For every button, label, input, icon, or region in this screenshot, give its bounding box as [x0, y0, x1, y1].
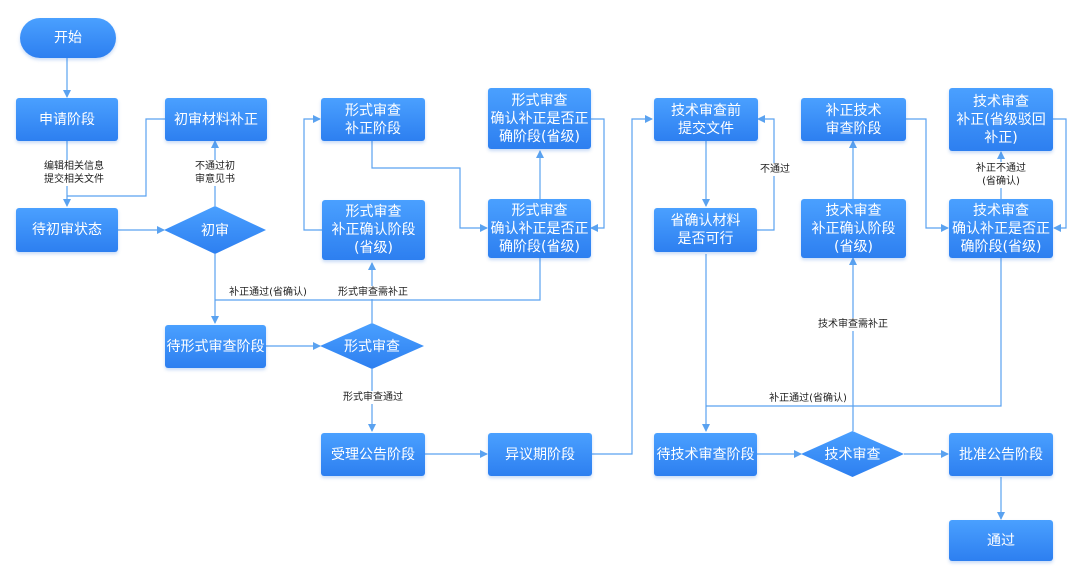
- edge-techfix-techconfirm: [906, 118, 949, 232]
- tech-fix-confirm-node[interactable]: 技术审查 补正确认阶段 (省级): [801, 199, 906, 258]
- edge-fixstage-confirmmid: [371, 141, 488, 232]
- fix-pass-label-1: 补正通过(省确认): [220, 286, 316, 299]
- tech-confirm-node[interactable]: 技术审查 确认补正是否正 确阶段(省级): [949, 199, 1053, 258]
- formal-review-label: 形式审查: [344, 339, 400, 355]
- initial-material-fix-node[interactable]: 初审材料补正: [165, 98, 267, 141]
- tech-fix-stage-node[interactable]: 补正技术 审查阶段: [801, 98, 906, 141]
- tech-need-fix-label: 技术审查需补正: [812, 318, 894, 331]
- edge-techconfirm-pass: [706, 258, 1002, 407]
- edge-fix-apply: [67, 118, 165, 197]
- edge-objection-techpre: [592, 115, 653, 455]
- pass-node[interactable]: 通过: [949, 520, 1053, 561]
- tech-pre-submit-node[interactable]: 技术审查前 提交文件: [654, 98, 758, 141]
- accept-notice-node[interactable]: 受理公告阶段: [321, 433, 425, 476]
- initial-review-wait-node[interactable]: 待初审状态: [16, 208, 118, 252]
- formal-confirm-top-node[interactable]: 形式审查 确认补正是否正 确阶段(省级): [488, 88, 591, 149]
- edge-confirmtop-confirmmid: [590, 118, 605, 232]
- apply-stage-node[interactable]: 申请阶段: [16, 98, 118, 141]
- formal-need-fix-label: 形式审查需补正: [330, 286, 416, 299]
- decision-shape: [164, 206, 266, 254]
- formal-review-decision[interactable]: 形式审查: [320, 323, 424, 369]
- initial-review-label: 初审: [201, 223, 229, 239]
- edge-reject-techconfirm: [1053, 118, 1067, 232]
- start-node[interactable]: 开始: [20, 18, 116, 58]
- not-pass-label: 不通过: [758, 163, 792, 176]
- initial-review-decision[interactable]: 初审: [164, 206, 266, 254]
- objection-stage-node[interactable]: 异议期阶段: [488, 433, 592, 476]
- formal-fix-confirm-node[interactable]: 形式审查 补正确认阶段 (省级): [322, 200, 425, 260]
- not-pass-notice-label: 不通过初 审意见书: [190, 160, 240, 186]
- tech-review-label: 技术审查: [824, 447, 881, 463]
- fix-pass-label-2: 补正通过(省确认): [764, 392, 852, 405]
- province-check-node[interactable]: 省确认材料 是否可行: [654, 208, 757, 252]
- tech-wait-node[interactable]: 待技术审查阶段: [654, 433, 757, 476]
- edge-confirmmid-pass: [215, 258, 541, 301]
- tech-fix-reject-node[interactable]: 技术审查 补正(省级驳回 补正): [949, 88, 1053, 151]
- formal-confirm-mid-node[interactable]: 形式审查 确认补正是否正 确阶段(省级): [488, 199, 591, 258]
- tech-review-decision[interactable]: 技术审查: [801, 431, 904, 477]
- edge-fixconfirm-fixstage: [303, 115, 322, 231]
- formal-pass-label: 形式审查通过: [338, 391, 408, 404]
- formal-wait-node[interactable]: 待形式审查阶段: [165, 325, 266, 368]
- decision-shape: [801, 431, 904, 477]
- fix-not-pass-label: 补正不通过 (省确认): [970, 162, 1032, 188]
- decision-shape: [320, 323, 424, 369]
- edit-info-label: 编辑相关信息 提交相关文件: [34, 160, 114, 186]
- approve-notice-node[interactable]: 批准公告阶段: [949, 433, 1053, 476]
- formal-fix-stage-node[interactable]: 形式审查 补正阶段: [321, 98, 425, 141]
